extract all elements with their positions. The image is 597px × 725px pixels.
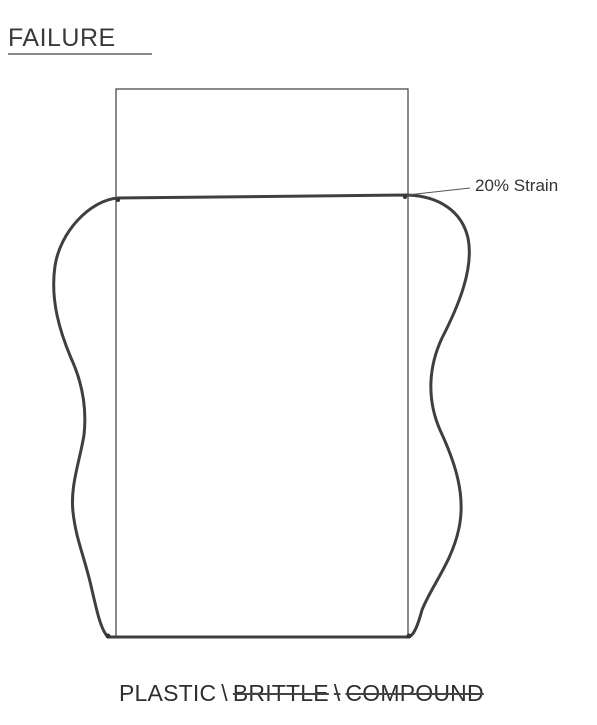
corner-marker <box>116 198 120 202</box>
caption-separator-struck: \ <box>333 680 341 706</box>
failure-type-caption: PLASTIC\BRITTLE\COMPOUND <box>119 680 484 707</box>
strain-annotation: 20% Strain <box>475 176 559 195</box>
title-underline <box>8 53 152 55</box>
original-specimen-rect <box>115 88 409 638</box>
caption-separator: \ <box>221 680 228 706</box>
corner-marker <box>406 633 412 639</box>
failure-type-plastic: PLASTIC <box>119 680 217 706</box>
failure-type-brittle-struck: BRITTLE <box>232 680 329 706</box>
corner-marker <box>403 195 407 199</box>
failure-type-compound-struck: COMPOUND <box>345 680 484 706</box>
strain-leader-line <box>406 187 471 196</box>
corner-marker <box>105 633 111 639</box>
page-title: FAILURE <box>8 24 116 52</box>
